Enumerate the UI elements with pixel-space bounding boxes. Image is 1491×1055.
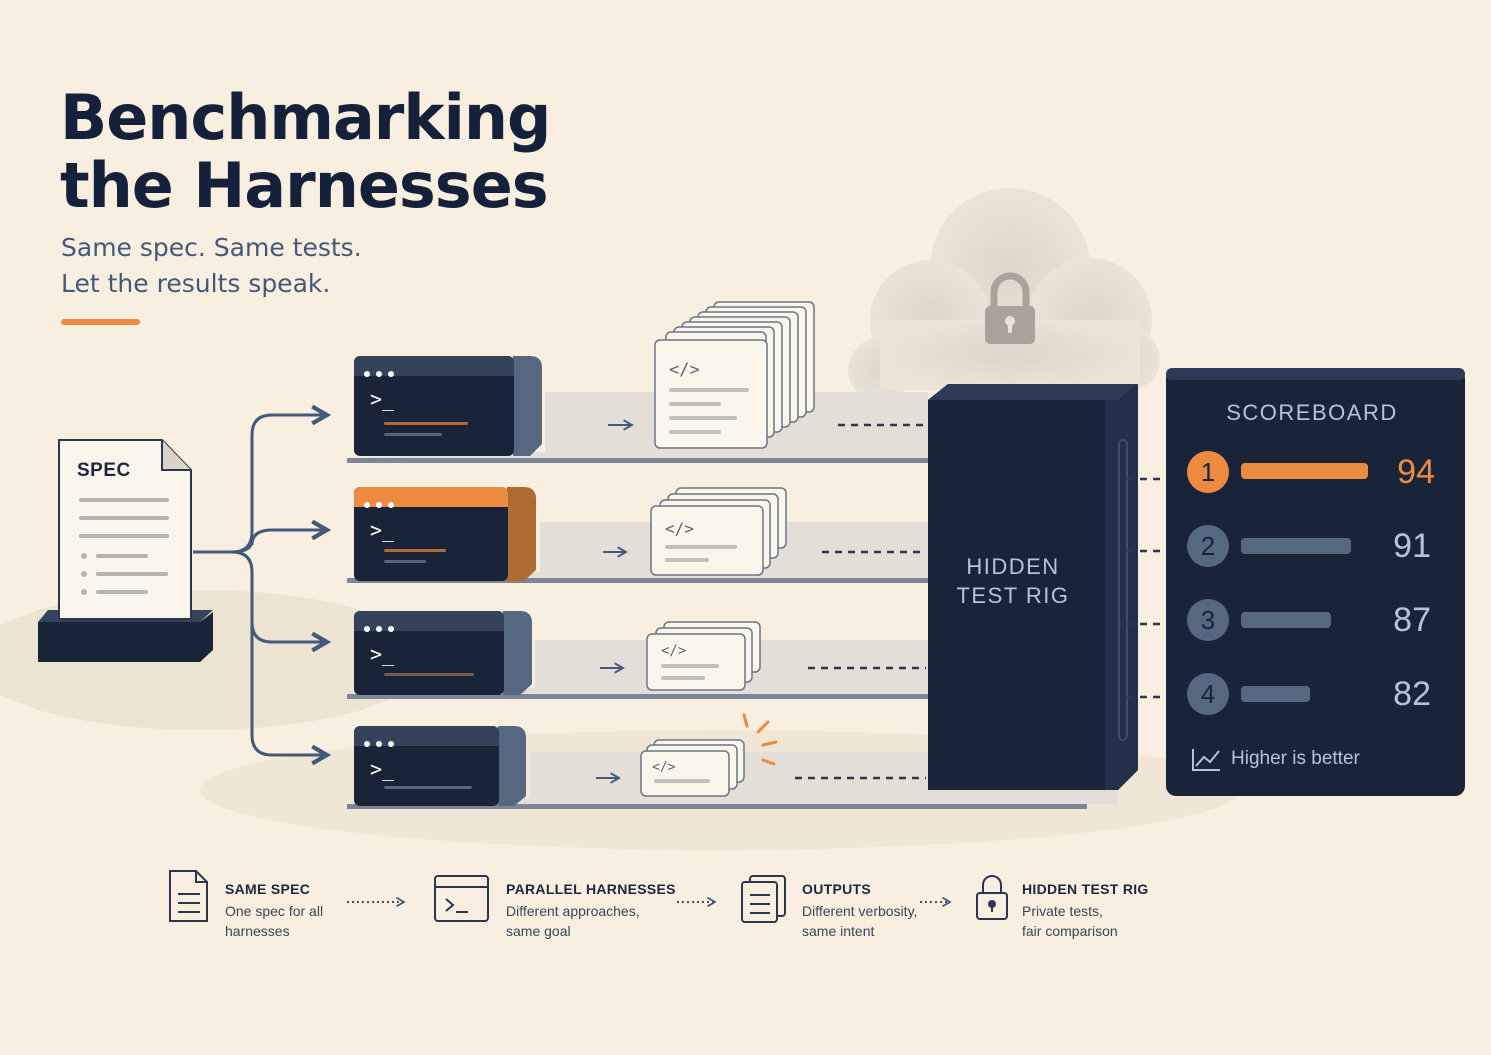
legend-desc: One spec for all harnesses xyxy=(225,901,323,941)
legend-desc-line: same intent xyxy=(802,923,875,939)
page-title: Benchmarking the Harnesses xyxy=(60,81,551,222)
code-tag-icon: </> xyxy=(661,643,687,659)
code-tag-icon: </> xyxy=(652,760,676,775)
legend-desc-line: Different approaches, xyxy=(506,903,640,919)
hidden-test-rig-box xyxy=(928,384,1138,790)
terminal-3d-sides xyxy=(498,356,542,806)
terminal-prompt-icon: >_ xyxy=(370,387,395,411)
window-dots-icon xyxy=(364,732,400,747)
hidden-test-rig-label: HIDDEN TEST RIG xyxy=(928,552,1098,610)
terminal-prompt-icon: >_ xyxy=(370,642,395,666)
window-dots-icon xyxy=(364,617,400,632)
legend-desc-line: Different verbosity, xyxy=(802,903,918,919)
terminal-line xyxy=(384,433,442,436)
terminal-line xyxy=(384,673,474,676)
terminal-prompt-icon: >_ xyxy=(370,757,395,781)
terminal-titlebar xyxy=(354,726,499,747)
terminal-line xyxy=(384,786,472,789)
scoreboard-panel xyxy=(1166,368,1465,796)
spark-icon xyxy=(742,713,778,766)
legend-terminal-icon xyxy=(434,875,489,922)
harness-terminal-4: >_ xyxy=(354,726,499,806)
terminal-prompt-icon: >_ xyxy=(370,518,395,542)
rig-output-dashes xyxy=(1127,477,1166,699)
harness-terminal-1: >_ xyxy=(354,356,514,456)
window-dots-icon xyxy=(364,493,400,508)
scoreboard-title: SCOREBOARD xyxy=(1226,400,1398,425)
legend-title-same-spec: SAME SPEC xyxy=(225,881,311,897)
output-stack-1 xyxy=(654,301,815,449)
harness-terminal-3: >_ xyxy=(354,611,504,695)
output-stack-2 xyxy=(650,487,787,576)
rank-badge: 1 xyxy=(1187,451,1229,493)
legend-title-parallel-harnesses: PARALLEL HARNESSES xyxy=(506,881,676,897)
cloud-shape xyxy=(848,188,1160,402)
rig-input-dashes xyxy=(795,423,926,780)
terminal-titlebar xyxy=(354,356,514,377)
lane-platforms xyxy=(347,392,1118,809)
score-bar xyxy=(1241,612,1331,628)
score-bar xyxy=(1241,538,1351,554)
output-stack-4 xyxy=(640,739,745,797)
score-value: 87 xyxy=(1393,601,1431,639)
output-stack-3 xyxy=(646,621,761,691)
code-tag-icon: </> xyxy=(665,519,694,538)
score-value: 94 xyxy=(1397,453,1435,491)
terminal-titlebar xyxy=(354,611,504,632)
score-value: 82 xyxy=(1393,675,1431,713)
lane-arrows xyxy=(596,419,634,784)
harness-terminal-2: >_ xyxy=(354,487,508,581)
spec-label: SPEC xyxy=(77,460,131,481)
legend-desc-line: fair comparison xyxy=(1022,923,1118,939)
legend-desc-line: same goal xyxy=(506,923,571,939)
window-dots-icon xyxy=(364,362,400,377)
rig-label-line-1: HIDDEN xyxy=(966,554,1060,579)
legend-desc: Different approaches, same goal xyxy=(506,901,640,941)
rank-badge: 4 xyxy=(1187,673,1229,715)
title-line-2: the Harnesses xyxy=(60,149,549,222)
rig-label-line-2: TEST RIG xyxy=(956,583,1070,608)
legend-desc-line: Private tests, xyxy=(1022,903,1103,919)
code-tag-icon: </> xyxy=(669,360,700,380)
score-bar xyxy=(1241,686,1310,702)
legend-desc: Different verbosity, same intent xyxy=(802,901,917,941)
score-value: 91 xyxy=(1393,527,1431,565)
terminal-line xyxy=(384,560,426,563)
terminal-line xyxy=(384,549,446,552)
rank-badge: 3 xyxy=(1187,599,1229,641)
title-line-1: Benchmarking xyxy=(60,81,551,154)
legend-pages-icon xyxy=(741,875,786,923)
subtitle-line-2: Let the results speak. xyxy=(61,269,331,298)
legend-document-icon xyxy=(169,870,208,922)
terminal-titlebar xyxy=(354,487,508,508)
legend-title-outputs: OUTPUTS xyxy=(802,881,871,897)
legend-desc-line: harnesses xyxy=(225,923,290,939)
terminal-line xyxy=(384,422,468,425)
scoreboard-footer: Higher is better xyxy=(1231,748,1360,769)
page-subtitle: Same spec. Same tests. Let the results s… xyxy=(61,230,362,302)
spec-document xyxy=(58,439,192,620)
rank-badge: 2 xyxy=(1187,525,1229,567)
title-accent-bar xyxy=(61,319,140,325)
subtitle-line-1: Same spec. Same tests. xyxy=(61,233,362,262)
trend-chart-icon xyxy=(1192,749,1220,771)
legend-lock-icon xyxy=(976,875,1008,920)
lock-icon xyxy=(985,272,1035,344)
legend-title-hidden-test-rig: HIDDEN TEST RIG xyxy=(1022,881,1149,897)
spec-branch-connector xyxy=(193,415,327,755)
legend-desc-line: One spec for all xyxy=(225,903,324,919)
legend-desc: Private tests, fair comparison xyxy=(1022,901,1118,941)
score-bar xyxy=(1241,463,1368,479)
